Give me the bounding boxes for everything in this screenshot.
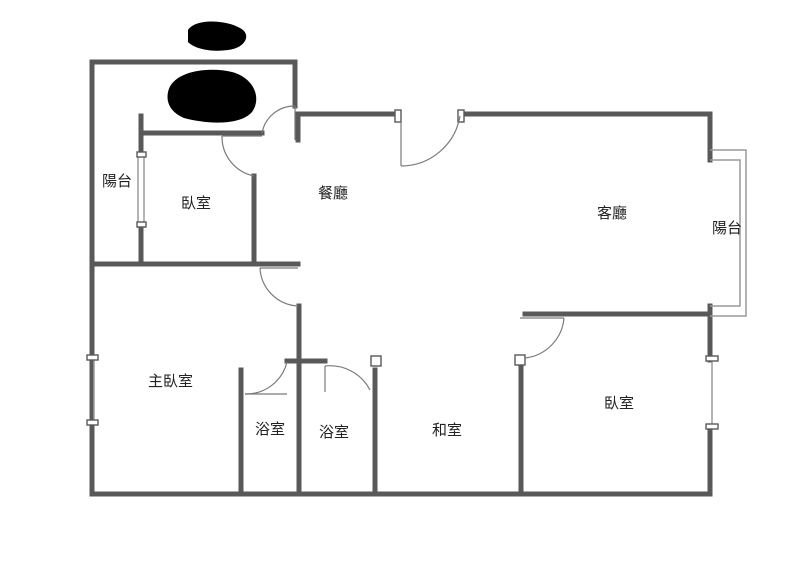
label-balcony-left: 陽台 xyxy=(102,172,132,190)
doors xyxy=(221,105,565,395)
label-living: 客廳 xyxy=(597,204,627,222)
label-bedroom-right: 臥室 xyxy=(604,394,634,412)
redaction-scribble-top xyxy=(188,21,247,51)
label-master-bedroom: 主臥室 xyxy=(148,372,193,390)
windows xyxy=(93,149,747,426)
label-japanese-room: 和室 xyxy=(432,421,462,439)
label-bedroom-top: 臥室 xyxy=(181,194,211,212)
label-balcony-right: 陽台 xyxy=(712,219,742,237)
label-bathroom-2: 浴室 xyxy=(319,423,349,441)
redaction-blob xyxy=(167,69,257,123)
jambs xyxy=(86,109,719,430)
label-dining: 餐廳 xyxy=(318,184,348,202)
walls xyxy=(89,59,713,497)
label-bathroom-1: 浴室 xyxy=(255,420,285,438)
redaction-marks xyxy=(167,21,257,123)
room-labels: 陽台 臥室 餐廳 客廳 陽台 主臥室 浴室 浴室 和室 臥室 xyxy=(102,172,742,441)
